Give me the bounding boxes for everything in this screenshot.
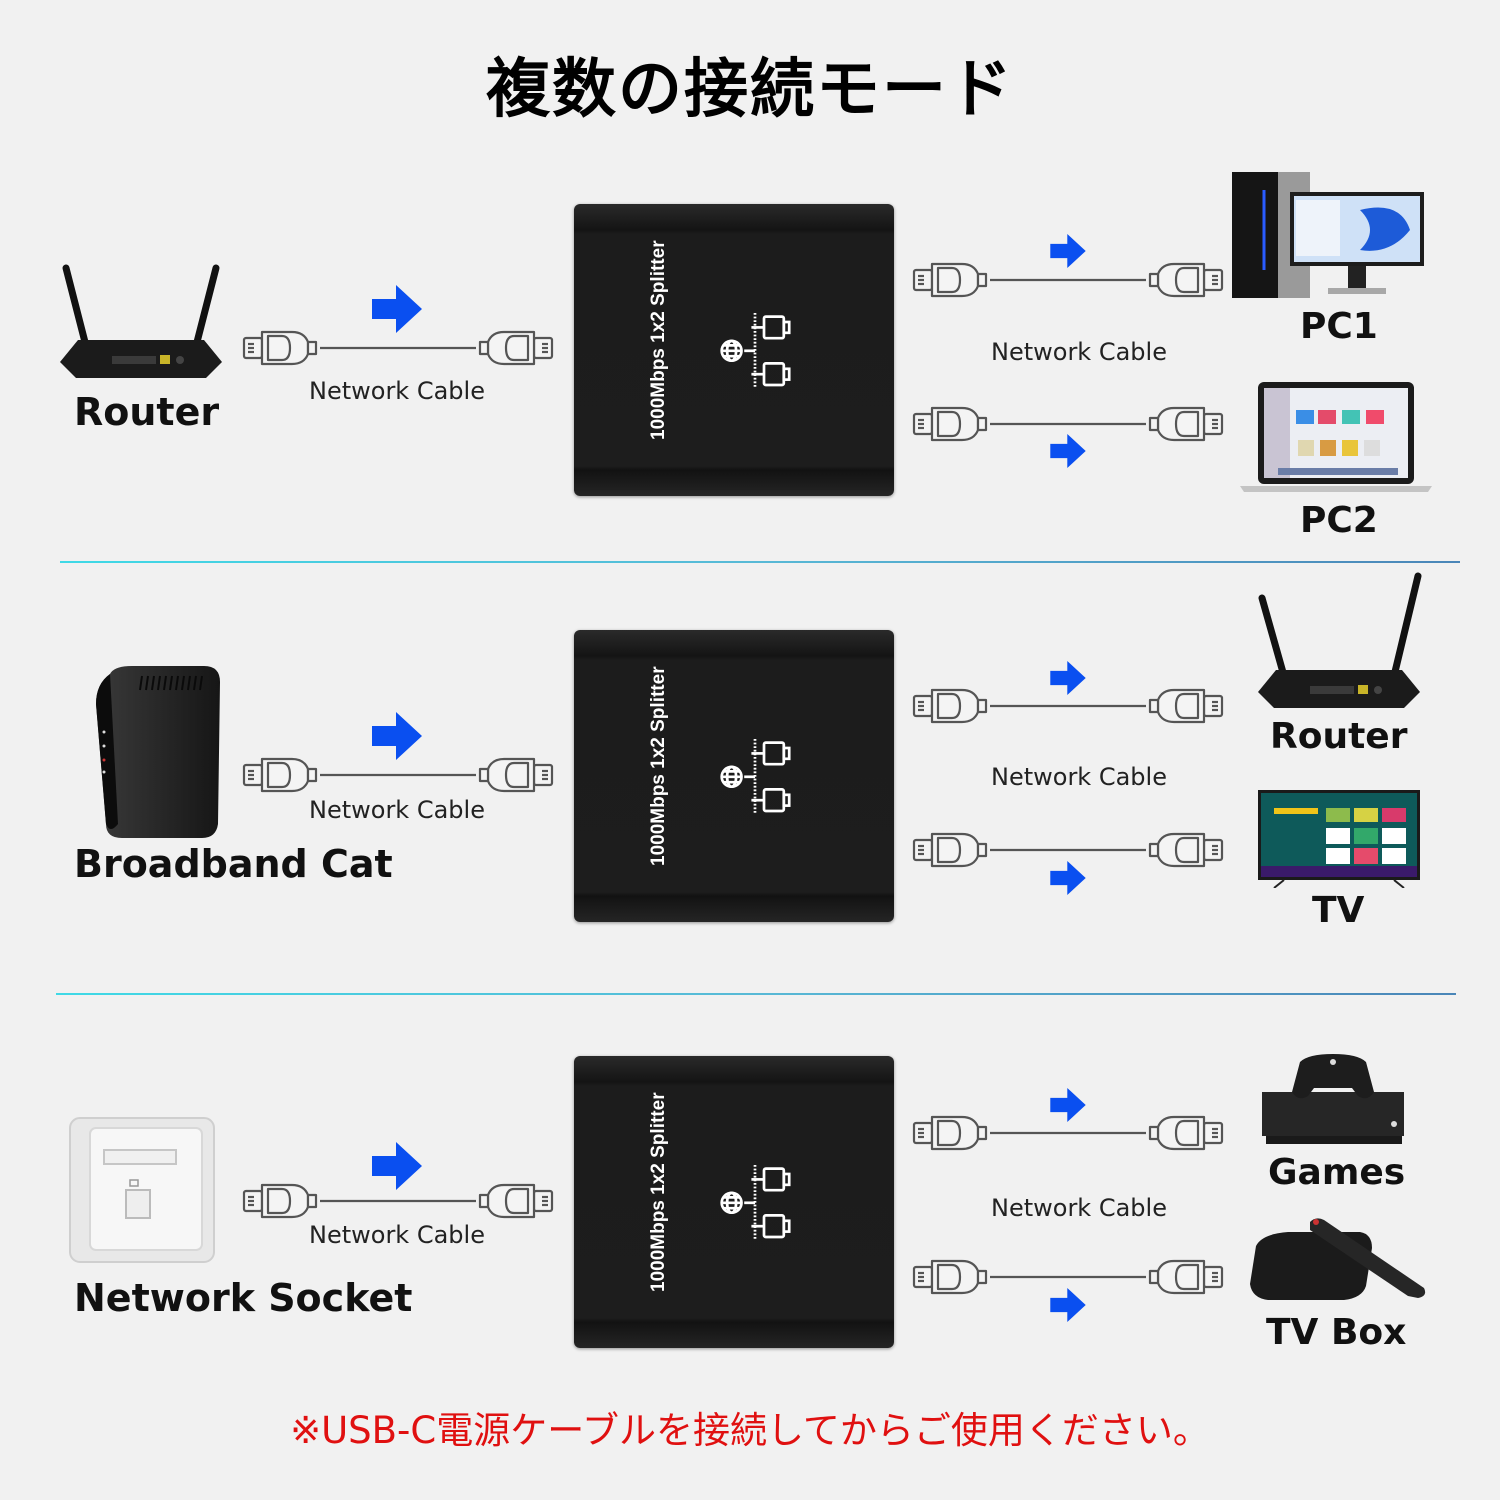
splitter-label: 1000Mbps 1x2 Splitter (648, 240, 669, 440)
wall-socket-icon (69, 1117, 215, 1263)
splitter-device: 1000Mbps 1x2 Splitter (574, 630, 894, 922)
page-title: 複数の接続モード (486, 53, 1014, 127)
source-label: Network Socket (74, 1276, 413, 1320)
arrow-right-icon (1050, 861, 1086, 895)
tv-box-icon (1250, 1218, 1426, 1300)
network-topology-icon (719, 1156, 809, 1246)
network-cable-icon (912, 406, 1224, 442)
router-icon (60, 264, 222, 378)
cable-label: Network Cable (991, 763, 1167, 791)
section-divider (56, 993, 1456, 995)
output-label: Games (1268, 1152, 1406, 1193)
output-label: TV Box (1266, 1312, 1407, 1353)
output-label: PC1 (1300, 306, 1378, 347)
source-label: Broadband Cat (74, 842, 393, 886)
splitter-label: 1000Mbps 1x2 Splitter (648, 666, 669, 866)
desktop-pc-icon (1232, 172, 1424, 298)
usage-note: ※USB-C電源ケーブルを接続してからご使用ください。 (290, 1409, 1210, 1452)
arrow-right-icon (1050, 434, 1086, 468)
output-label: PC2 (1300, 500, 1378, 541)
network-cable-icon (242, 1183, 554, 1219)
source-label: Router (74, 390, 220, 434)
cable-label: Network Cable (309, 796, 485, 824)
cable-label: Network Cable (309, 1221, 485, 1249)
network-topology-icon (719, 304, 809, 394)
network-cable-icon (242, 757, 554, 793)
network-cable-icon (912, 1115, 1224, 1151)
network-cable-icon (912, 262, 1224, 298)
network-cable-icon (242, 330, 554, 366)
game-console-icon (1262, 1054, 1404, 1144)
laptop-icon (1240, 382, 1432, 492)
output-label: Router (1270, 716, 1408, 757)
network-cable-icon (912, 688, 1224, 724)
network-topology-icon (719, 730, 809, 820)
tv-icon (1258, 790, 1420, 888)
splitter-device: 1000Mbps 1x2 Splitter (574, 1056, 894, 1348)
output-label: TV (1312, 890, 1365, 931)
cable-label: Network Cable (991, 1194, 1167, 1222)
splitter-label: 1000Mbps 1x2 Splitter (648, 1092, 669, 1292)
cable-label: Network Cable (309, 377, 485, 405)
section-divider (60, 561, 1460, 563)
modem-icon (96, 666, 220, 838)
network-cable-icon (912, 1259, 1224, 1295)
router-icon (1258, 572, 1422, 708)
splitter-device: 1000Mbps 1x2 Splitter (574, 204, 894, 496)
arrow-right-icon (1050, 1288, 1086, 1322)
network-cable-icon (912, 832, 1224, 868)
cable-label: Network Cable (991, 338, 1167, 366)
